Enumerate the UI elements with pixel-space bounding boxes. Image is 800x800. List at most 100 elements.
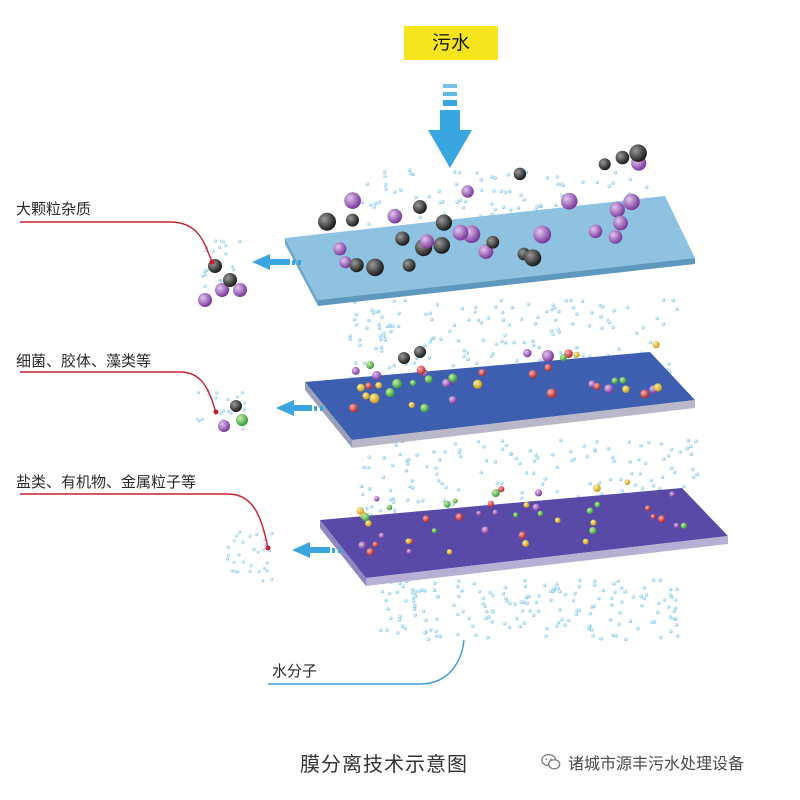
water-molecule — [549, 307, 554, 312]
water-molecule — [467, 318, 471, 322]
large-particle — [629, 144, 647, 162]
water-molecule — [574, 612, 579, 617]
water-molecule — [623, 589, 627, 594]
water-molecule — [491, 610, 496, 614]
water-molecule — [452, 323, 457, 328]
water-molecule — [580, 299, 585, 304]
water-molecule — [423, 312, 428, 316]
water-molecule — [237, 530, 242, 534]
water-molecule — [224, 243, 228, 247]
water-molecule — [444, 485, 448, 490]
ion-particle — [522, 540, 529, 547]
water-molecule — [597, 481, 602, 485]
water-molecule — [612, 581, 616, 586]
water-molecule — [531, 343, 536, 348]
water-molecule — [394, 443, 398, 447]
water-molecule — [436, 479, 441, 483]
water-molecule — [257, 570, 261, 574]
water-molecule — [481, 338, 486, 342]
water-molecule — [669, 629, 673, 634]
colloid-particle — [622, 385, 630, 393]
water-molecule — [499, 298, 504, 303]
water-molecule — [200, 274, 204, 278]
membrane-middle — [305, 352, 695, 448]
colloid-particle — [369, 393, 380, 404]
water-molecule — [440, 481, 444, 486]
water-molecule — [389, 329, 393, 334]
water-molecule — [675, 307, 679, 312]
water-molecule — [387, 591, 392, 596]
water-molecule — [410, 479, 414, 483]
water-molecule — [479, 188, 484, 192]
water-molecule — [421, 498, 425, 503]
water-molecule — [608, 477, 613, 482]
water-molecule — [613, 590, 617, 594]
large-particle — [598, 158, 611, 171]
ion-particle — [582, 538, 589, 545]
ion-particle — [673, 522, 680, 529]
water-molecule — [411, 486, 415, 490]
water-molecule — [651, 483, 655, 488]
water-molecule — [472, 581, 476, 586]
water-molecule — [424, 618, 428, 622]
ion-particle — [452, 498, 458, 504]
water-molecule — [454, 182, 459, 187]
leader-lines — [20, 221, 269, 549]
colloid-particle — [564, 349, 573, 359]
colloid-particle — [546, 388, 557, 399]
water-molecule — [552, 586, 556, 590]
water-molecule — [642, 596, 646, 601]
wechat-icon — [541, 754, 561, 770]
water-molecule — [520, 490, 524, 495]
large-particle — [623, 193, 640, 211]
water-molecule — [508, 452, 513, 456]
water-molecule — [265, 569, 269, 573]
colloid-particle — [473, 379, 483, 389]
water-molecule — [392, 363, 396, 368]
water-molecule — [644, 593, 649, 597]
water-molecule — [366, 465, 371, 470]
water-molecule — [540, 482, 545, 486]
water-molecule — [507, 189, 512, 193]
water-molecule — [486, 316, 491, 320]
water-molecule — [503, 621, 507, 626]
water-molecule — [370, 308, 374, 312]
water-molecule — [423, 588, 427, 593]
water-molecule — [563, 592, 567, 597]
water-molecule — [618, 610, 622, 615]
water-molecule — [460, 306, 465, 311]
water-molecule — [581, 353, 585, 358]
water-molecule — [598, 303, 602, 308]
water-molecule — [473, 305, 478, 310]
water-molecule — [385, 628, 389, 632]
water-molecule — [438, 457, 442, 462]
water-molecule — [476, 439, 481, 444]
water-molecule — [522, 197, 526, 202]
water-molecule — [491, 189, 496, 193]
colloid-particle — [398, 352, 410, 364]
water-molecule — [457, 450, 462, 455]
large-particle — [613, 215, 628, 231]
large-particle — [366, 258, 384, 277]
water-molecule — [452, 603, 456, 607]
large-particle — [486, 235, 500, 249]
ion-particle — [431, 528, 437, 534]
water-molecule — [599, 636, 603, 641]
colloid-particle — [619, 376, 627, 384]
water-molecule — [535, 456, 540, 460]
water-molecule — [599, 492, 604, 496]
water-molecule — [214, 396, 218, 400]
water-molecule — [651, 578, 656, 582]
large-particle — [346, 213, 359, 227]
colloid-particle — [409, 379, 417, 386]
water-molecule — [242, 408, 246, 412]
water-molecule — [637, 457, 641, 462]
water-molecule — [536, 609, 541, 613]
water-molecule — [382, 170, 387, 174]
water-molecule — [381, 475, 386, 480]
water-molecule — [218, 245, 222, 249]
water-molecule — [479, 178, 483, 182]
water-molecule — [252, 547, 256, 551]
water-molecule — [484, 609, 489, 614]
water-molecule — [359, 484, 364, 489]
